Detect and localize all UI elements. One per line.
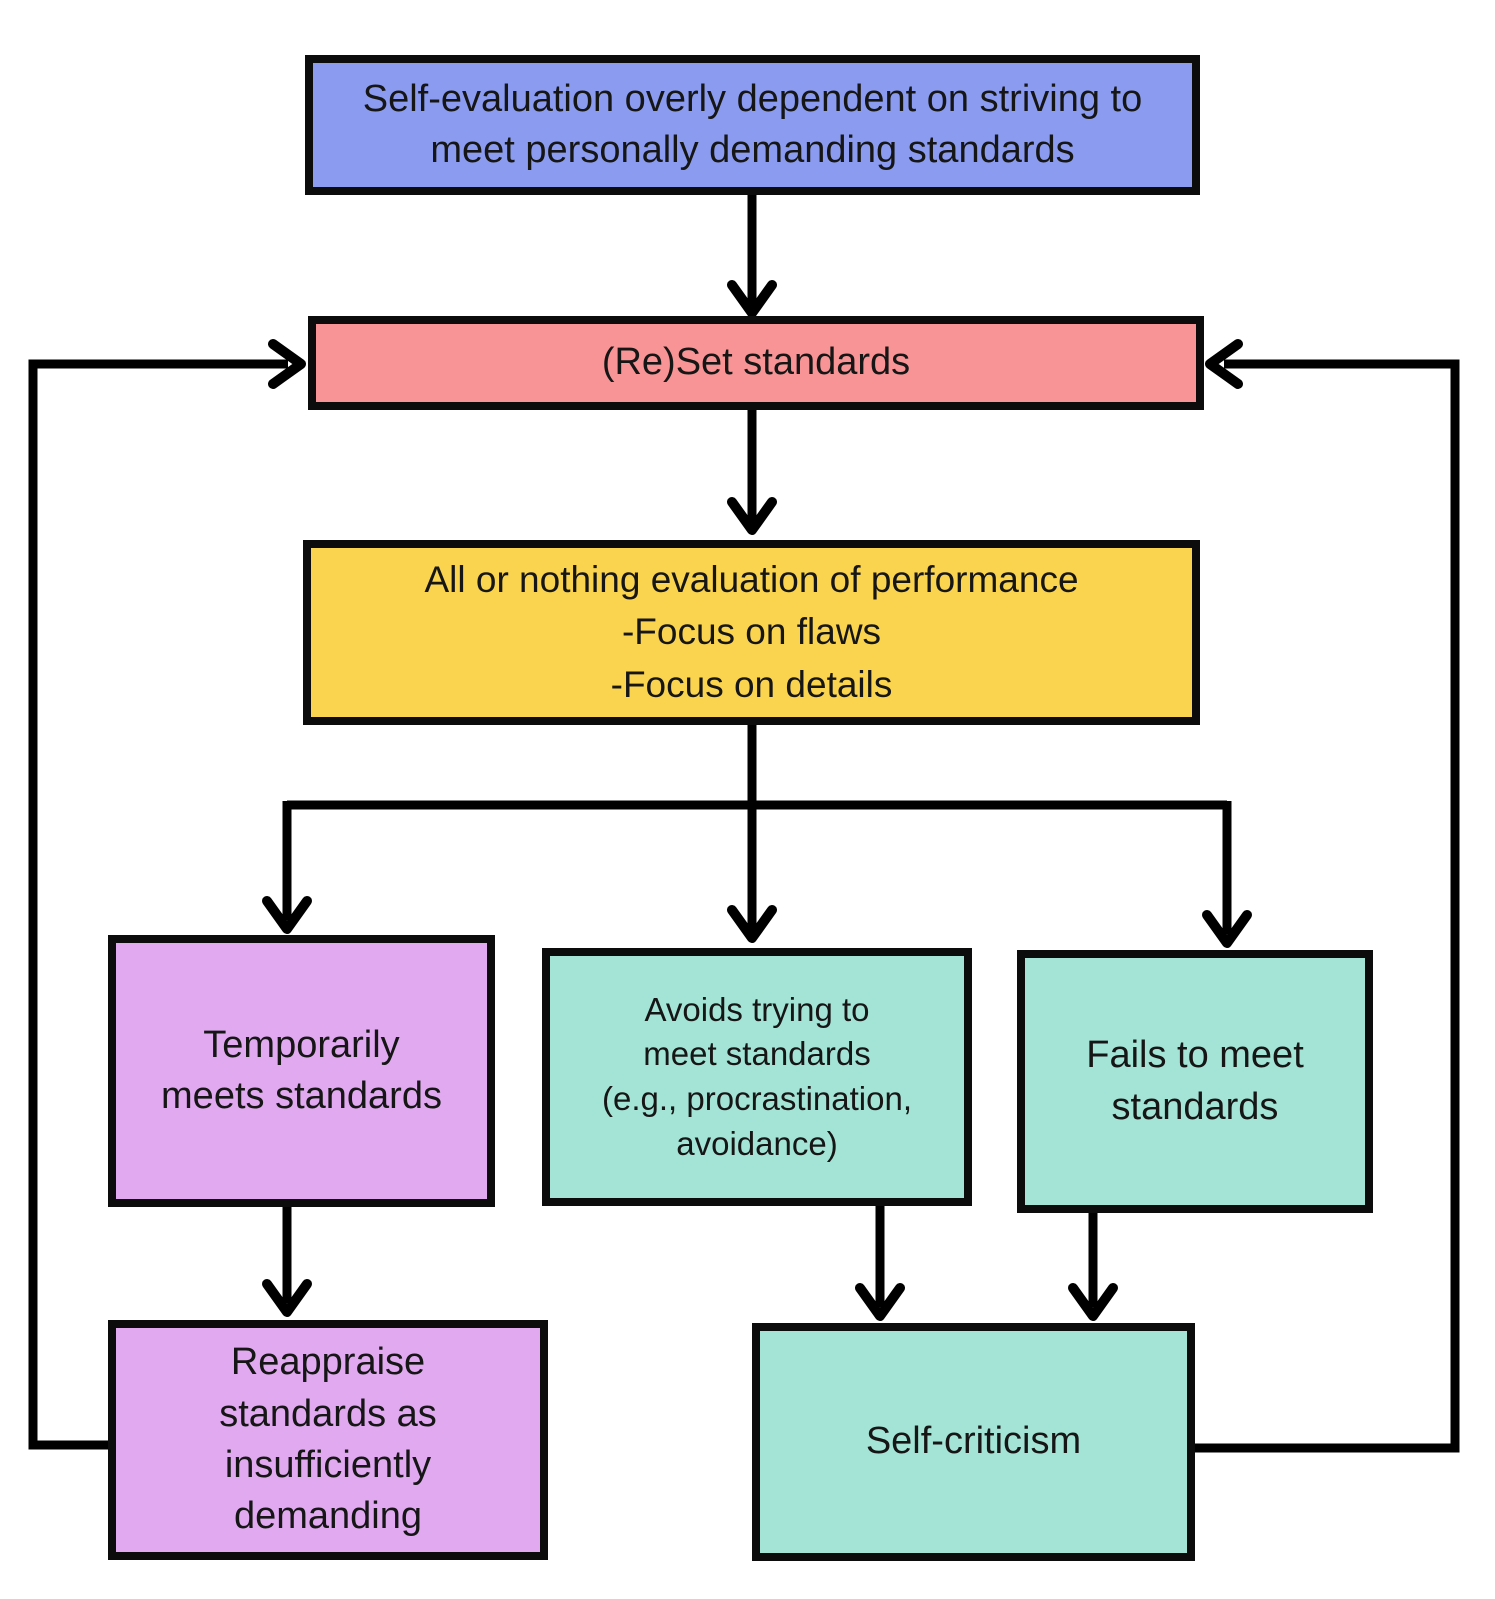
node-temporarily-meets-label: Temporarily meets standards [161,1023,442,1117]
arrowhead-down-icon [262,1279,312,1317]
node-self-evaluation-label: Self-evaluation overly dependent on stri… [362,77,1143,171]
node-reset-standards: (Re)Set standards [308,316,1204,410]
node-all-or-nothing-label: All or nothing evaluation of performance… [424,558,1079,705]
arrowhead-down-icon [727,497,777,535]
arrowhead-down-icon [855,1283,905,1321]
node-reappraise-standards-label: Reappraise standards as insufficiently d… [219,1341,437,1538]
edge-reappraise-to-reset-loop [28,359,288,1450]
node-all-or-nothing: All or nothing evaluation of performance… [303,540,1200,725]
node-self-criticism-label: Self-criticism [865,1420,1082,1463]
arrowhead-down-icon [1202,910,1252,948]
arrowhead-left-icon [1205,339,1243,389]
node-reset-standards-label: (Re)Set standards [601,341,911,384]
node-fails-to-meet-label: Fails to meet standards [1086,1034,1304,1128]
arrowhead-down-icon [262,896,312,934]
arrowhead-down-icon [1068,1283,1118,1321]
node-reappraise-standards: Reappraise standards as insufficiently d… [108,1320,548,1560]
node-self-criticism: Self-criticism [752,1323,1195,1561]
node-avoids-trying: Avoids trying to meet standards (e.g., p… [542,948,972,1206]
arrowhead-down-icon [727,905,777,943]
arrowhead-right-icon [268,339,306,389]
node-temporarily-meets: Temporarily meets standards [108,935,495,1207]
arrowhead-down-icon [727,280,777,318]
edge-selfcrit-to-reset-loop [1193,359,1460,1453]
node-avoids-trying-label: Avoids trying to meet standards (e.g., p… [602,990,912,1162]
node-fails-to-meet: Fails to meet standards [1017,950,1373,1213]
node-self-evaluation: Self-evaluation overly dependent on stri… [305,55,1200,195]
